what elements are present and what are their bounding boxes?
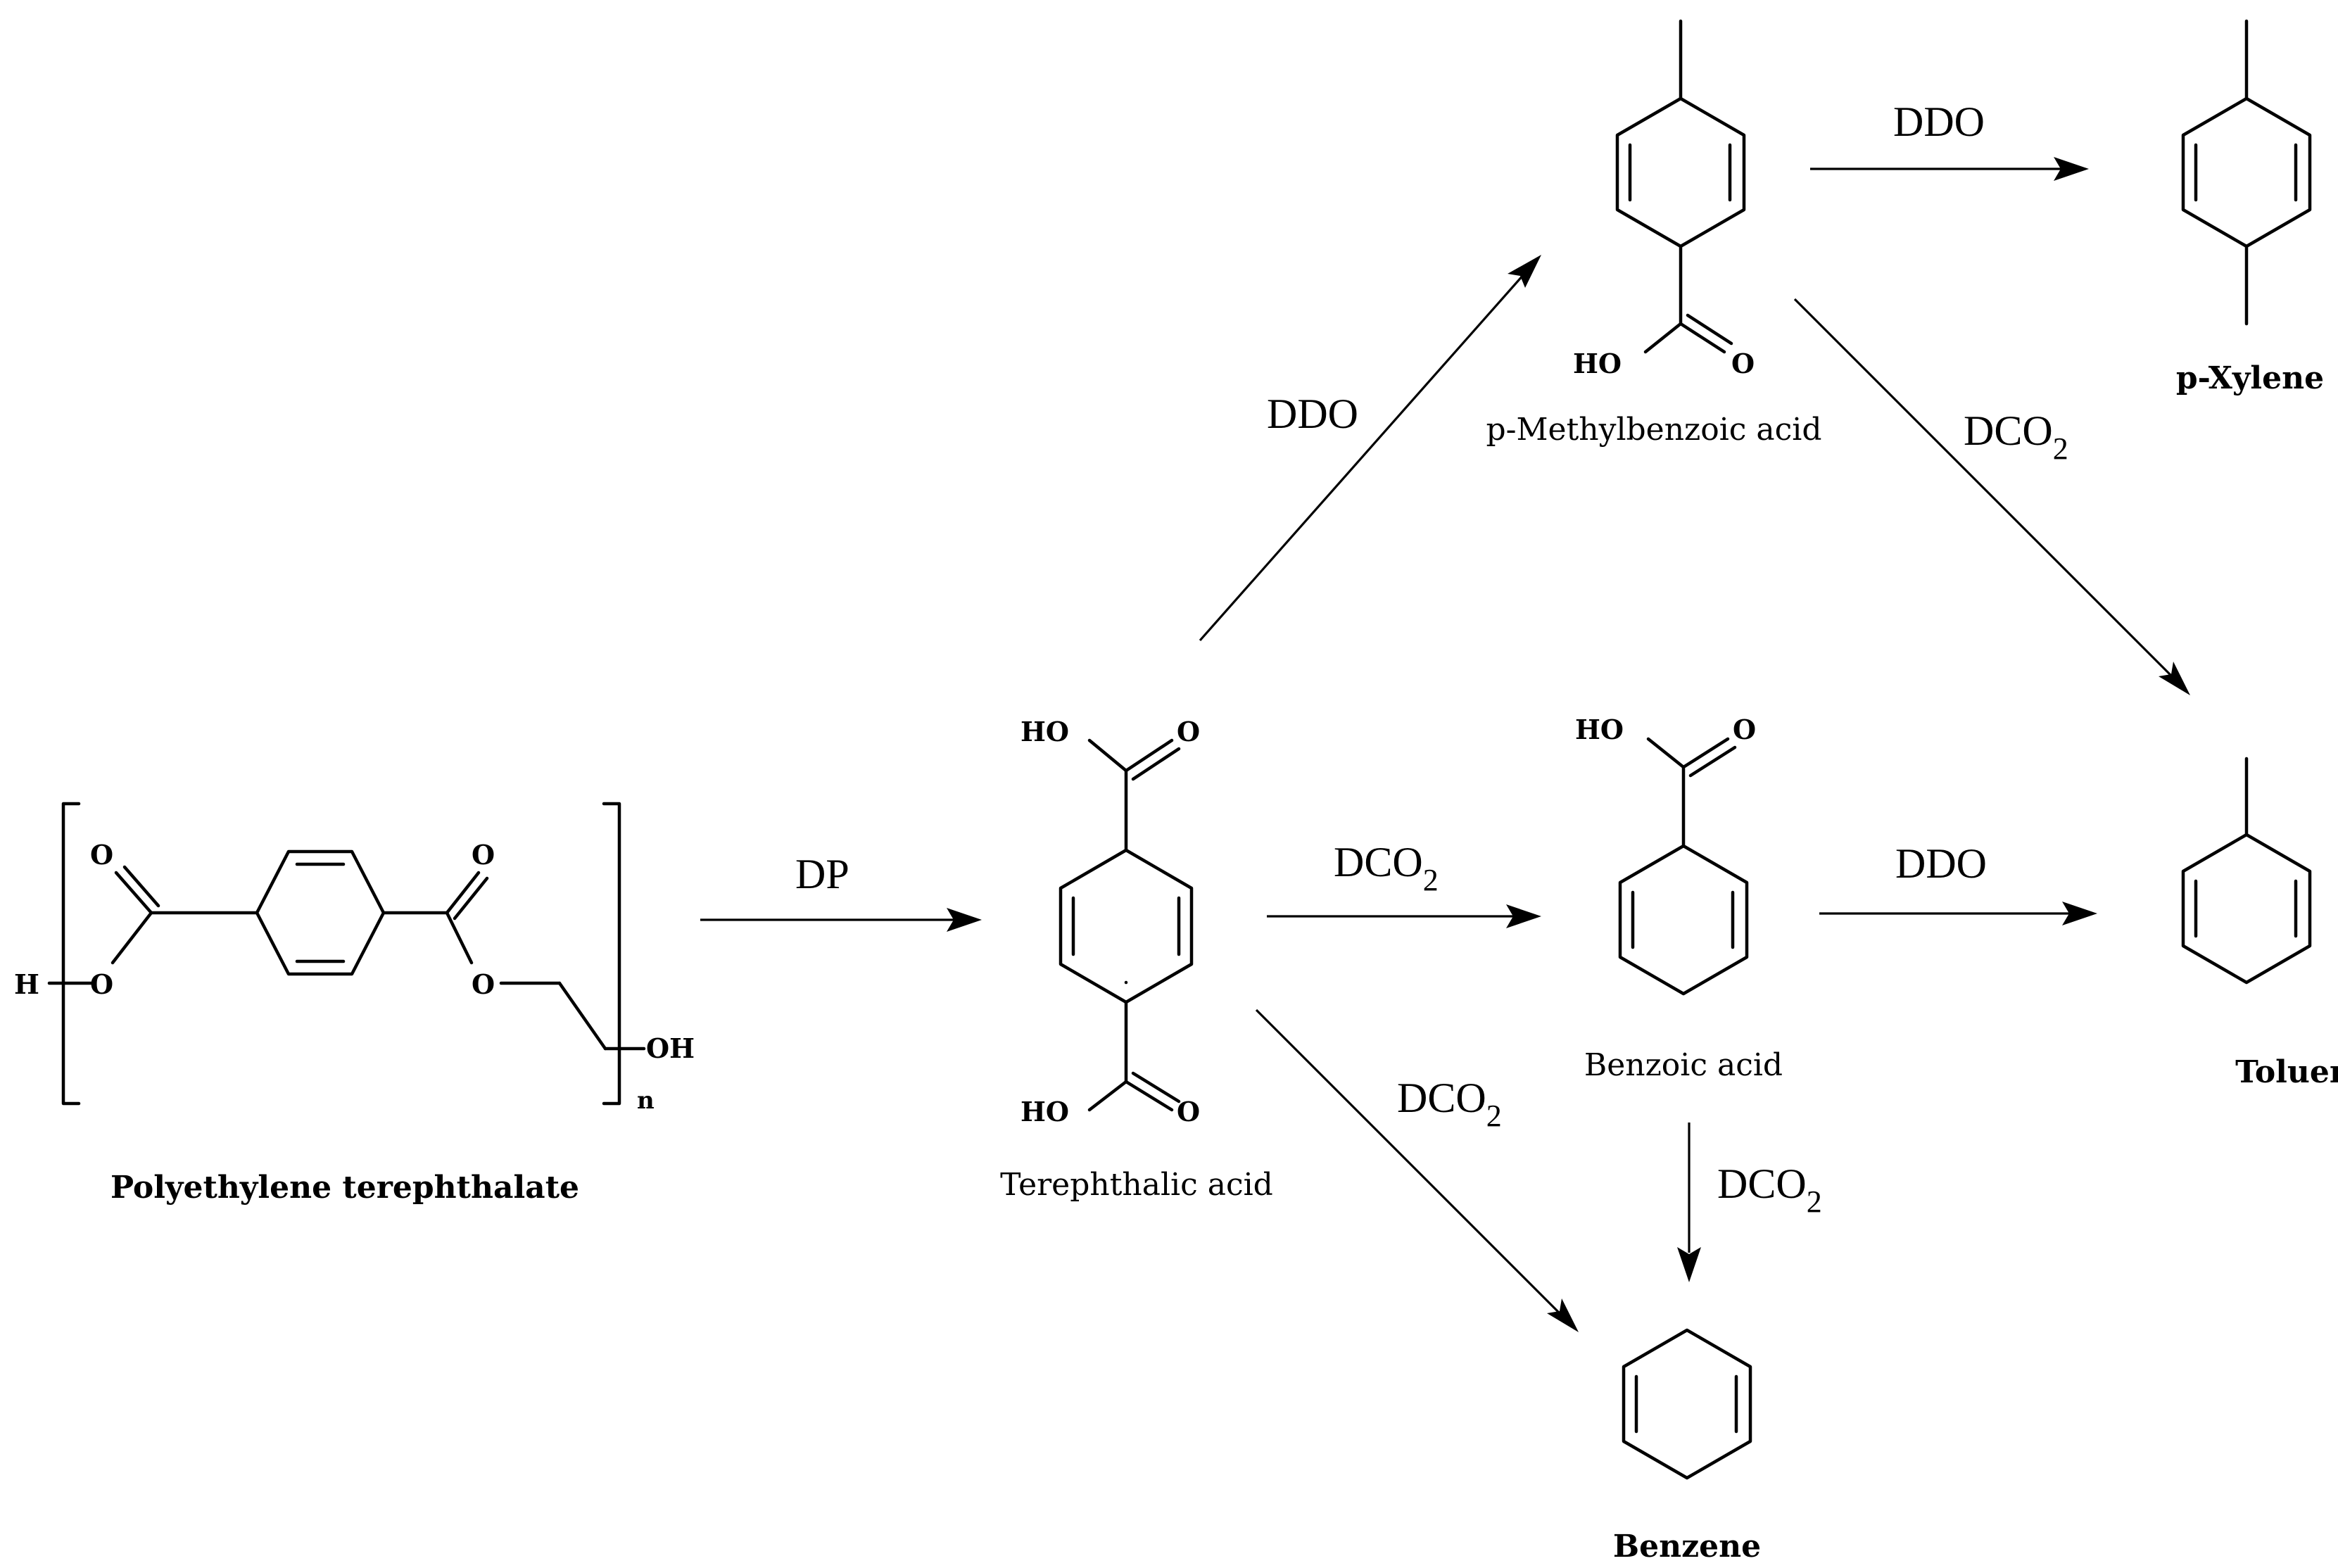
atom-ho-benzoic: HO xyxy=(1575,714,1624,745)
atom-ho-methylbenzoic: HO xyxy=(1573,348,1622,379)
arrow-ddo-top xyxy=(1810,157,2089,181)
atom-o-benzoic: O xyxy=(1733,714,1756,745)
condition-dco2-mid: DCO2 xyxy=(1334,839,1439,897)
label-benzoic-acid: Benzoic acid xyxy=(1584,1047,1783,1083)
repeat-n: n xyxy=(637,1087,655,1115)
atom-o-carbonyl-right: O xyxy=(472,839,495,871)
label-terephthalic-acid: Terephthalic acid xyxy=(1000,1167,1273,1203)
benzene-structure xyxy=(1622,1328,1752,1480)
label-toluene: Toluene xyxy=(2235,1054,2338,1090)
condition-ddo-up: DDO xyxy=(1267,391,1358,437)
label-methylbenzoic-acid: p-Methylbenzoic acid xyxy=(1486,412,1821,448)
atom-ho-bottom: HO xyxy=(1020,1096,1069,1127)
arrow-dp xyxy=(700,908,982,932)
atom-oh-end: OH xyxy=(646,1032,695,1064)
condition-ddo-mid: DDO xyxy=(1895,840,1987,887)
condition-dco2-vertical: DCO2 xyxy=(1717,1161,1822,1219)
atom-o-carbonyl-left: O xyxy=(90,839,113,871)
condition-dp: DP xyxy=(795,851,849,897)
label-pet: Polyethylene terephthalate xyxy=(110,1170,579,1206)
terephthalic-acid-structure: HO O HO O xyxy=(1020,716,1200,1127)
label-p-xylene: p-Xylene xyxy=(2176,360,2324,396)
arrow-dco2-diag xyxy=(1793,298,2190,695)
arrow-ddo-up xyxy=(1199,255,1541,642)
atom-o-methylbenzoic: O xyxy=(1731,348,1755,379)
atom-o-bottom: O xyxy=(1177,1096,1200,1127)
arrow-dco2-mid xyxy=(1267,904,1541,928)
arrow-dco2-down xyxy=(1255,1009,1579,1332)
xylene-structure xyxy=(2181,19,2312,326)
atom-ho-top: HO xyxy=(1020,716,1069,747)
atom-h: H xyxy=(14,968,39,1000)
arrow-ddo-mid xyxy=(1819,902,2097,925)
arrow-dco2-vertical xyxy=(1677,1123,1701,1282)
atom-o-ester-left: O xyxy=(90,968,113,1000)
toluene-structure xyxy=(2181,757,2312,985)
benzoic-acid-structure: HO O xyxy=(1575,714,1756,996)
condition-dco2-diag: DCO2 xyxy=(1964,407,2068,466)
label-benzene: Benzene xyxy=(1613,1529,1761,1564)
condition-ddo-top: DDO xyxy=(1893,99,1985,145)
condition-dco2-down: DCO2 xyxy=(1397,1075,1502,1133)
pet-structure: H O O O O OH n xyxy=(14,802,695,1115)
atom-o-top: O xyxy=(1177,716,1200,747)
atom-o-ester-right: O xyxy=(472,968,495,1000)
methylbenzoic-acid-structure: HO O xyxy=(1573,19,1755,379)
